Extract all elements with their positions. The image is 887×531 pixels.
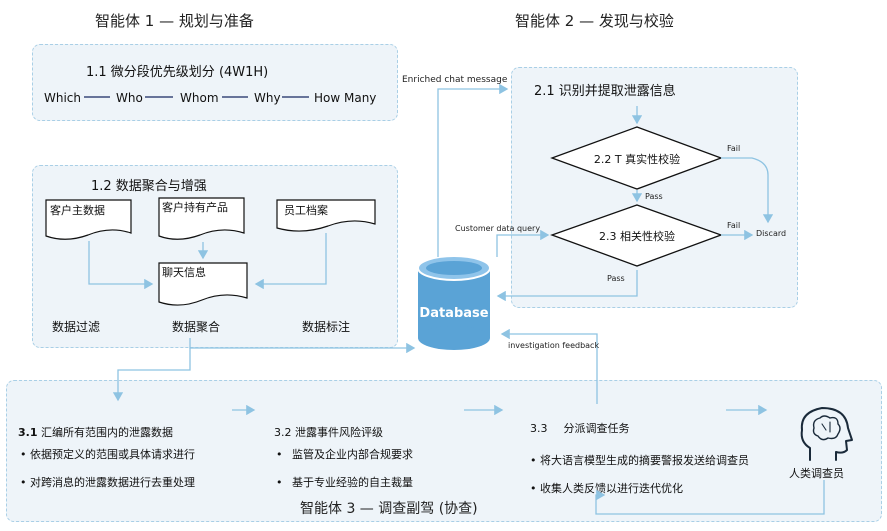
label-aggregate: 数据聚合 [172,320,221,334]
arrow-db-to-21 [437,83,509,257]
panel-2-1 [511,67,798,308]
w-why: Why [254,91,281,105]
label-filter: 数据过滤 [52,320,101,334]
w-whom: Whom [180,91,219,105]
box12-title: 1.2 数据聚合与增强 [91,179,207,194]
agent2-title: 智能体 2 — 发现与校验 [515,12,674,30]
s33-bullet2: • 收集人类反馈以进行迭代优化 [530,482,683,495]
s32-title: 3.2 泄露事件风险评级 [274,426,383,439]
box21-title: 2.1 识别并提取泄露信息 [534,84,676,99]
w-which: Which [44,91,82,105]
agent3-title: 智能体 3 — 调查副驾 (协查) [300,501,478,517]
agent1-title: 智能体 1 — 规划与准备 [95,12,254,30]
w-howmany: How Many [314,91,377,105]
s31-title: 3.1 汇编所有范围内的泄露数据 [18,426,173,439]
panel-1-1 [32,44,398,121]
s32-bullet2: • 基于专业经验的自主裁量 [276,476,413,489]
feedback-label: investigation feedback [508,341,599,350]
database-label: Database [419,306,488,321]
s33-bullet1: • 将大语言模型生成的摘要警报发送给调查员 [530,454,749,467]
database-icon [417,255,491,350]
human-label: 人类调查员 [789,467,844,480]
label-annotate: 数据标注 [302,320,351,334]
s31-bullet1: • 依据预定义的范围或具体请求进行 [20,448,195,461]
enriched-label: Enriched chat message [402,75,508,85]
box11-title: 1.1 微分段优先级划分 (4W1H) [86,65,269,80]
s32-bullet1: • 监管及企业内部合规要求 [276,448,413,461]
s31-bullet2: • 对跨消息的泄露数据进行去重处理 [20,476,195,489]
w-who: Who [116,91,143,105]
